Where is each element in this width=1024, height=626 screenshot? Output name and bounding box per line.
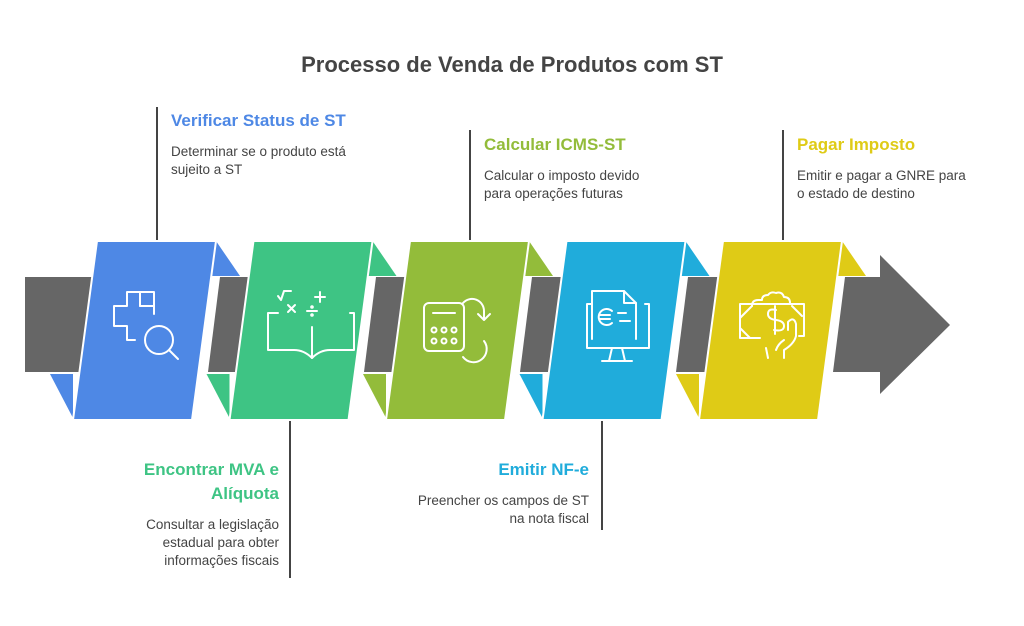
step-1-fold-top <box>211 241 240 276</box>
step-2-fold-bottom <box>206 374 230 418</box>
step-4-fold-bottom <box>519 374 543 418</box>
medical-search-icon <box>113 291 179 360</box>
step-5-title: Pagar Imposto <box>797 135 916 154</box>
step-3-title: Calcular ICMS-ST <box>484 135 626 154</box>
step-1-fold-bottom <box>50 374 73 418</box>
step-4-title: Emitir NF-e <box>498 460 589 479</box>
step-1-title: Verificar Status de ST <box>171 111 346 130</box>
step-3-fold-bottom <box>363 374 386 418</box>
step-5-fold-top <box>837 241 866 276</box>
invoice-monitor-icon <box>586 290 650 362</box>
step-2-text: Encontrar MVA e Alíquota Consultar a leg… <box>104 458 279 570</box>
step-1-panel <box>71 240 218 421</box>
arrow-head <box>833 255 950 394</box>
math-book-icon <box>267 290 355 359</box>
step-4-panel <box>541 240 687 421</box>
step-1-text: Verificar Status de ST Determinar se o p… <box>171 109 346 179</box>
diagram-title: Processo de Venda de Produtos com ST <box>301 52 723 77</box>
step-1-description: Determinar se o produto está sujeito a S… <box>171 144 346 177</box>
step-3-description: Calcular o imposto devido para operações… <box>484 168 640 201</box>
step-3-fold-top <box>524 241 553 276</box>
hand-money-icon <box>739 291 805 359</box>
step-5-description: Emitir e pagar a GNRE para o estado de d… <box>797 168 966 201</box>
step-2-description: Consultar a legislação estadual para obt… <box>146 517 279 568</box>
step-5-fold-bottom <box>676 374 699 418</box>
step-4-text: Emitir NF-e Preencher os campos de ST na… <box>414 458 589 528</box>
step-2-fold-top <box>367 241 397 276</box>
step-5-panel <box>697 240 844 421</box>
step-3-panel <box>384 240 531 421</box>
step-4-description: Preencher os campos de ST na nota fiscal <box>417 493 589 526</box>
step-5-text: Pagar Imposto Emitir e pagar a GNRE para… <box>797 133 972 203</box>
step-2-title: Encontrar MVA e Alíquota <box>143 460 279 503</box>
step-2-panel <box>228 240 374 421</box>
step-4-fold-top <box>680 241 710 276</box>
calculator-cycle-icon <box>423 297 491 364</box>
step-3-text: Calcular ICMS-ST Calcular o imposto devi… <box>484 133 659 203</box>
